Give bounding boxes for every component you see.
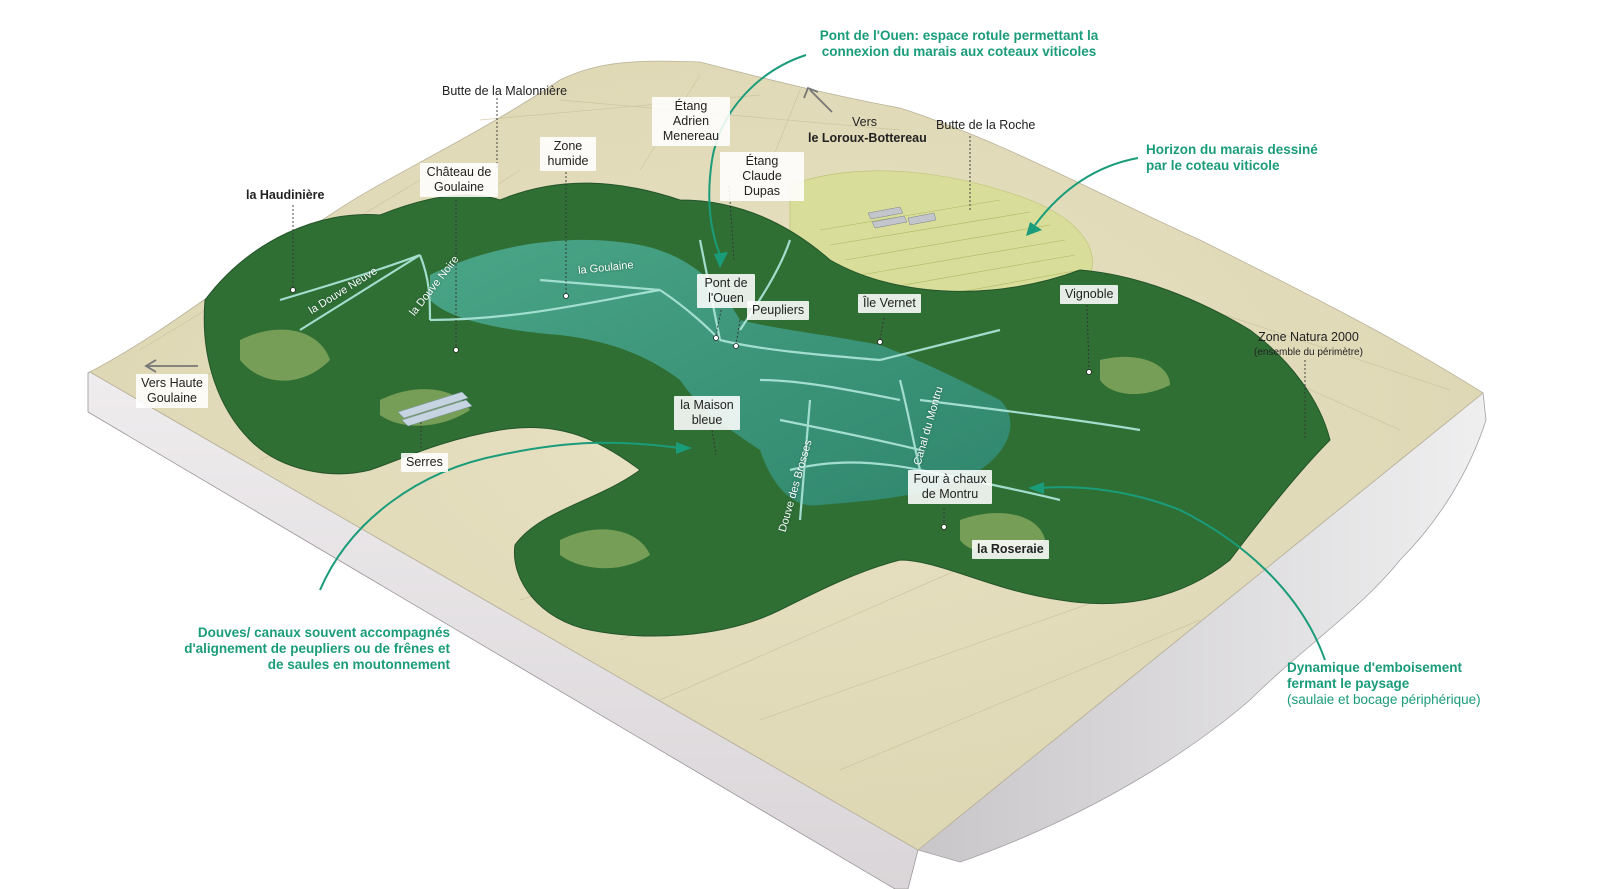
annotation-douves-canaux: Douves/ canaux souvent accompagnés d'ali…: [184, 625, 450, 672]
annotation-horizon-du-marais: Horizon du marais dessiné par le coteau …: [1146, 142, 1318, 173]
farm-buildings: [867, 206, 937, 229]
label-vers-haute-goulaine: Vers Haute Goulaine: [136, 374, 208, 408]
label-zone-humide: Zone humide: [540, 137, 596, 171]
label-dots: [290, 287, 1092, 530]
canal-network: [279, 239, 1141, 521]
label-peupliers: Peupliers: [747, 301, 810, 320]
label-etang-adrien-menereau: Étang Adrien Menereau: [652, 97, 730, 146]
label-four-a-chaux: Four à chaux de Montru: [908, 470, 992, 504]
label-la-roseraie: la Roseraie: [972, 540, 1049, 559]
label-zone-natura-2000: Zone Natura 2000 (ensemble du périmètre): [1254, 330, 1363, 360]
label-pont-de-louen: Pont de l'Ouen: [697, 274, 755, 308]
label-la-maison-bleue: la Maison bleue: [674, 396, 740, 430]
label-chateau-de-goulaine: Château de Goulaine: [420, 163, 498, 197]
arrow-icon: [144, 86, 833, 373]
label-loroux-bottereau: le Loroux-Bottereau: [808, 131, 927, 145]
annotation-dynamique-sub: (saulaie et bocage périphérique): [1287, 692, 1481, 707]
annotation-arrowheads: [676, 222, 1044, 494]
leader-lines: [292, 98, 1306, 525]
label-etang-claude-dupas: Étang Claude Dupas: [720, 152, 804, 201]
annotation-dynamique-emboisement: Dynamique d'emboisement fermant le paysa…: [1287, 660, 1487, 708]
label-butte-malonniere: Butte de la Malonnière: [442, 84, 568, 98]
annotation-pont-de-louen: Pont de l'Ouen: espace rotule permettant…: [819, 28, 1099, 59]
label-zone-natura-title: Zone Natura 2000: [1258, 330, 1359, 344]
label-ile-vernet: Île Vernet: [858, 294, 921, 313]
label-serres: Serres: [401, 453, 448, 472]
label-zone-natura-sub: (ensemble du périmètre): [1254, 347, 1363, 358]
annotation-dynamique-title: Dynamique d'emboisement fermant le paysa…: [1287, 660, 1462, 691]
label-la-haudiniere: la Haudinière: [246, 188, 325, 202]
label-butte-de-la-roche: Butte de la Roche: [936, 118, 1036, 132]
label-vignoble: Vignoble: [1060, 285, 1119, 304]
label-vers: Vers: [852, 115, 878, 129]
annotation-arrows: [319, 54, 1326, 661]
block-right-side: [917, 392, 1487, 863]
greenhouses: [397, 391, 473, 427]
